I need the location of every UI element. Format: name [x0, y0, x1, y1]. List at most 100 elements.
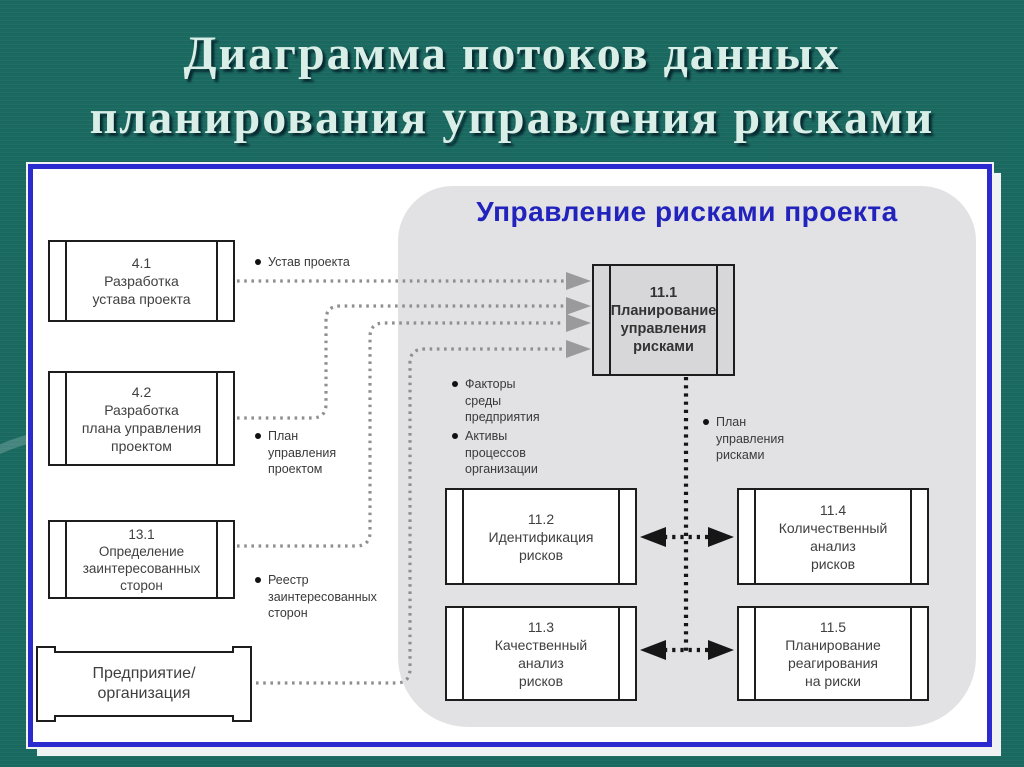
bullet-icon — [255, 433, 261, 439]
label-text: План управления рисками — [716, 414, 784, 464]
label-line: процессов — [465, 445, 526, 460]
process-line: заинтересованных — [82, 560, 201, 576]
bullet-icon — [452, 381, 458, 387]
arrowhead-icon — [566, 297, 591, 315]
arrowhead-icon — [640, 527, 666, 547]
process-number: 11.3 — [527, 618, 555, 635]
process-box-text: 11.1 Планирование управления рисками — [593, 284, 735, 356]
process-line: Количественный — [778, 519, 888, 536]
label-line: План — [268, 429, 299, 443]
label-line: проектом — [268, 462, 323, 476]
process-box-11-3: 11.3 Качественный анализ рисков — [445, 606, 637, 701]
process-box-11-5: 11.5 Планирование реагирования на риски — [737, 606, 929, 701]
process-box-text: 11.3 Качественный анализ рисков — [477, 618, 606, 690]
label-line: управления — [716, 431, 785, 446]
label-line: среды — [465, 393, 502, 408]
process-side-bar — [65, 522, 67, 597]
process-side-bar — [216, 522, 218, 597]
process-box-4-1: 4.1 Разработка устава проекта — [48, 240, 235, 322]
process-box-11-4: 11.4 Количественный анализ рисков — [737, 488, 929, 585]
process-line: плана управления — [81, 419, 202, 436]
label-line: рисками — [716, 448, 765, 462]
slide-title-line-2: планирования управления рисками — [89, 91, 935, 144]
process-number: 4.1 — [131, 255, 152, 271]
label-line: Факторы — [465, 377, 516, 391]
label-line: предприятия — [465, 410, 540, 424]
arrowhead-icon — [640, 640, 666, 660]
bullet-icon — [255, 577, 261, 583]
label-text: Факторы среды предприятия — [465, 376, 540, 426]
process-box-4-2: 4.2 Разработка плана управления проектом — [48, 371, 235, 466]
label-line: План — [716, 415, 747, 429]
process-line: проектом — [111, 437, 172, 454]
process-number: 11.1 — [649, 285, 678, 301]
arrowhead-icon — [566, 340, 591, 358]
flow-reestr-line — [237, 321, 564, 548]
entity-line: Предприятие/ — [92, 665, 196, 682]
process-line: устава проекта — [92, 291, 191, 307]
bullet-icon — [255, 259, 261, 265]
label-line: Реестр — [268, 573, 309, 587]
label-ustav-proekta: Устав проекта — [255, 254, 350, 271]
process-side-bar — [618, 490, 620, 583]
bullet-icon — [703, 419, 709, 425]
process-line: рисков — [810, 555, 856, 572]
label-line: организации — [465, 462, 538, 476]
label-reestr-storon: Реестр заинтересованных сторон — [255, 572, 377, 622]
label-aktivy-processov: Активы процессов организации — [452, 428, 538, 478]
process-side-bar — [462, 608, 464, 699]
process-side-bar — [716, 266, 718, 374]
process-line: рисками — [633, 339, 694, 355]
process-line: сторон — [120, 577, 163, 593]
process-side-bar — [609, 266, 611, 374]
process-box-text: 4.1 Разработка устава проекта — [74, 254, 208, 308]
process-number: 11.2 — [527, 510, 555, 527]
process-line: на риски — [805, 672, 861, 689]
arrowhead-icon — [566, 272, 591, 290]
slide-title: Диаграмма потоков данных планирования уп… — [0, 30, 1024, 158]
process-side-bar — [910, 608, 912, 699]
process-box-text: 11.5 Планирование реагирования на риски — [767, 618, 899, 690]
label-line: Устав проекта — [268, 255, 350, 269]
slide-title-line-1: Диаграмма потоков данных — [183, 27, 841, 80]
process-side-bar — [462, 490, 464, 583]
process-side-bar — [910, 490, 912, 583]
process-side-bar — [618, 608, 620, 699]
process-number: 13.1 — [128, 526, 155, 542]
arrowhead-icon — [708, 527, 734, 547]
process-line: управления — [620, 321, 707, 337]
process-line: Планирование — [785, 636, 881, 653]
process-side-bar — [216, 373, 218, 464]
process-line: Разработка — [104, 273, 179, 289]
label-plan-upravleniya-proektom: План управления проектом — [255, 428, 336, 478]
process-line: Качественный — [494, 636, 588, 653]
label-plan-upravleniya-riskami: План управления рисками — [703, 414, 784, 464]
process-box-13-1: 13.1 Определение заинтересованных сторон — [48, 520, 235, 599]
process-side-bar — [65, 242, 67, 320]
process-side-bar — [216, 242, 218, 320]
process-box-text: 4.2 Разработка плана управления проектом — [64, 383, 219, 455]
process-line: Определение — [98, 543, 185, 559]
process-line: Планирование — [610, 303, 717, 319]
label-line: Активы — [465, 429, 508, 443]
label-text: План управления проектом — [268, 428, 336, 478]
process-number: 11.5 — [819, 618, 847, 635]
process-line: реагирования — [787, 654, 879, 671]
process-box-text: 13.1 Определение заинтересованных сторон — [65, 526, 219, 594]
flow-entity-line — [256, 347, 564, 685]
entity-text: Предприятие/ организация — [36, 646, 252, 722]
process-line: анализ — [518, 654, 564, 671]
process-box-text: 11.2 Идентификация рисков — [471, 510, 612, 564]
entity-box-enterprise: Предприятие/ организация — [36, 646, 252, 722]
process-side-bar — [65, 373, 67, 464]
group-title: Управление рисками проекта — [476, 196, 898, 227]
entity-line: организация — [97, 685, 191, 702]
process-line: Разработка — [104, 401, 179, 418]
flow-plan-proekta-line — [237, 304, 564, 420]
label-text: Устав проекта — [268, 254, 350, 271]
label-text: Реестр заинтересованных сторон — [268, 572, 377, 622]
process-line: Идентификация — [488, 528, 594, 545]
process-line: рисков — [518, 546, 564, 563]
label-line: управления — [268, 445, 337, 460]
